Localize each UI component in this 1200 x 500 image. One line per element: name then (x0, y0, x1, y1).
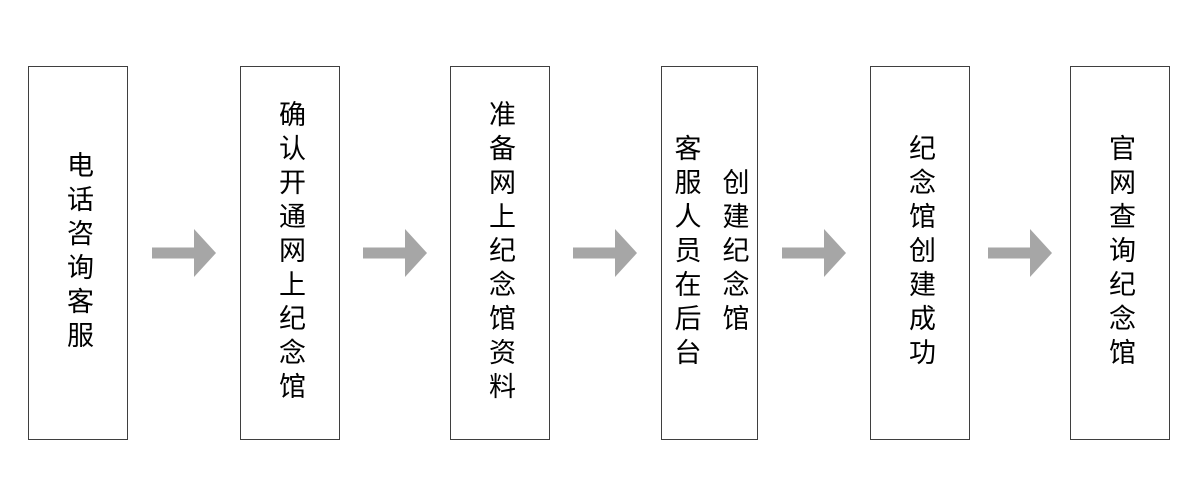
flow-step-creation-success: 纪念馆创建成功 (870, 66, 970, 440)
flow-step-phone-consult-service: 电话咨询客服 (28, 66, 128, 440)
arrow-right-icon (782, 229, 846, 277)
flow-step-confirm-open-memorial: 确认开通网上纪念馆 (240, 66, 340, 440)
flow-step-prepare-materials: 准备网上纪念馆资料 (450, 66, 550, 440)
flow-step-label: 纪念馆创建成功 (905, 134, 935, 372)
arrow-right-icon (573, 229, 637, 277)
flow-step-staff-create-backend: 客服人员在后台 创建纪念馆 (661, 66, 758, 440)
flow-step-label: 电话咨询客服 (63, 151, 93, 355)
flow-step-label: 准备网上纪念馆资料 (485, 100, 515, 406)
flow-step-label: 客服人员在后台 创建纪念馆 (670, 134, 749, 372)
arrow-right-icon (152, 229, 216, 277)
arrow-right-icon (363, 229, 427, 277)
flow-step-label: 官网查询纪念馆 (1105, 134, 1135, 372)
flow-step-query-official-site: 官网查询纪念馆 (1070, 66, 1170, 440)
flow-step-label: 确认开通网上纪念馆 (275, 100, 305, 406)
arrow-right-icon (988, 229, 1052, 277)
